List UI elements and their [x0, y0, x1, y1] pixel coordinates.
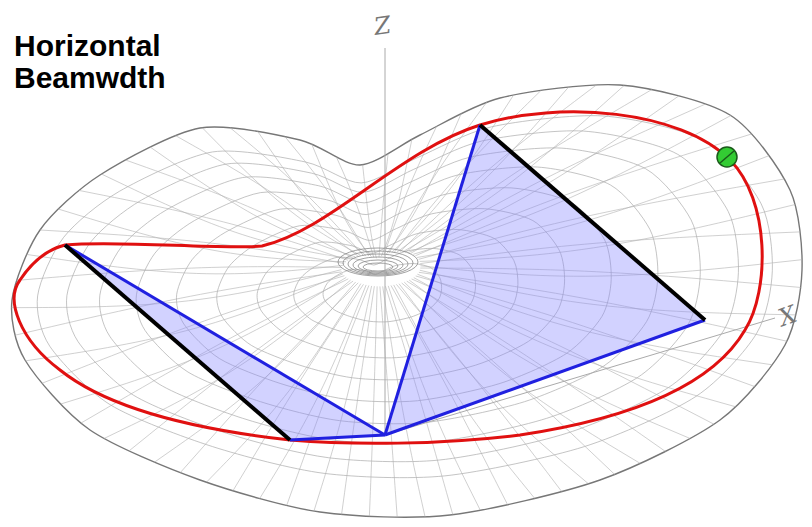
- mesh-hole: [358, 260, 398, 272]
- mesh-meridian: [258, 131, 366, 255]
- mesh-meridian: [17, 267, 342, 281]
- mesh-hole: [343, 251, 413, 275]
- mesh-meridian: [363, 165, 377, 258]
- beam-edge: [385, 125, 480, 435]
- mesh-meridian: [312, 144, 372, 257]
- z-axis: [385, 48, 386, 435]
- mesh-meridian: [379, 154, 388, 258]
- wireframe-mesh: [12, 85, 803, 518]
- axis-label: X: [775, 302, 799, 330]
- marker-dot: [720, 151, 734, 163]
- mesh-meridian: [230, 128, 363, 256]
- beam-edge: [65, 245, 385, 435]
- mesh-meridian: [342, 286, 375, 514]
- mesh-hole: [348, 254, 408, 274]
- beam-edge: [290, 435, 385, 440]
- marker-dot: [717, 147, 737, 167]
- mesh-meridian: [369, 286, 377, 516]
- mesh-meridian: [12, 270, 342, 308]
- mesh-meridian: [58, 209, 346, 262]
- mesh-guide: [12, 85, 803, 518]
- beam-triangle: [65, 245, 385, 440]
- mesh-meridian: [126, 160, 353, 258]
- mesh-hole: [363, 263, 393, 271]
- mesh-hole: [338, 248, 418, 276]
- mesh-hole: [353, 257, 403, 273]
- diagram-title: Horizontal Beamwdth: [14, 30, 214, 93]
- beam-edge: [385, 320, 705, 435]
- mesh-ring: [37, 116, 772, 478]
- contour-curve: [14, 112, 762, 443]
- beamwidth-chord: [65, 245, 290, 440]
- beam-triangle: [385, 125, 705, 435]
- mesh-meridian: [384, 126, 437, 255]
- axis-label: Z: [372, 13, 392, 39]
- mesh-meridian: [381, 139, 411, 256]
- beamwidth-chord: [480, 125, 705, 320]
- mesh-meridian: [176, 136, 358, 256]
- mesh-meridian: [202, 128, 360, 256]
- mesh-ring: [12, 85, 803, 518]
- mesh-meridian: [27, 254, 343, 273]
- mesh-meridian: [150, 147, 355, 257]
